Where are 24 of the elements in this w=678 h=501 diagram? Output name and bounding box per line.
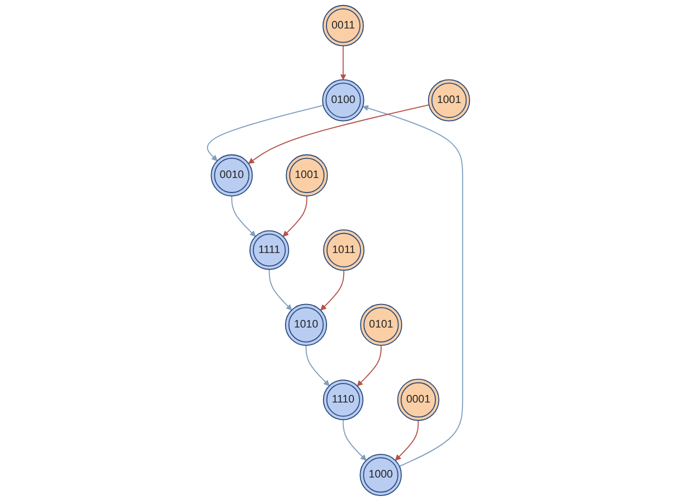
arrow xyxy=(320,270,345,311)
arrow xyxy=(340,46,347,80)
node-circle: 0101 xyxy=(360,304,403,346)
arrow xyxy=(248,104,430,164)
node-circle: 0011 xyxy=(322,4,364,46)
arrow xyxy=(395,420,420,461)
arrow xyxy=(269,269,292,310)
node-circle: 0010 xyxy=(211,154,254,196)
node-circle: 0100 xyxy=(322,79,365,122)
node-circle: 1001 xyxy=(286,154,328,196)
node-circle: 1001 xyxy=(428,79,471,122)
node-circle: 1010 xyxy=(285,304,328,346)
node-circle: 1110 xyxy=(323,380,364,420)
arrow xyxy=(283,196,308,237)
arrow xyxy=(343,420,367,461)
node-circle: 0001 xyxy=(398,378,440,421)
arrow xyxy=(357,345,382,386)
node-circle: 1011 xyxy=(324,229,365,271)
arrow xyxy=(207,104,324,162)
arrow xyxy=(306,345,330,386)
arrow xyxy=(232,196,256,237)
node-circle: 1111 xyxy=(250,230,290,270)
arrow xyxy=(363,105,464,467)
node-circle: 1000 xyxy=(360,454,402,496)
